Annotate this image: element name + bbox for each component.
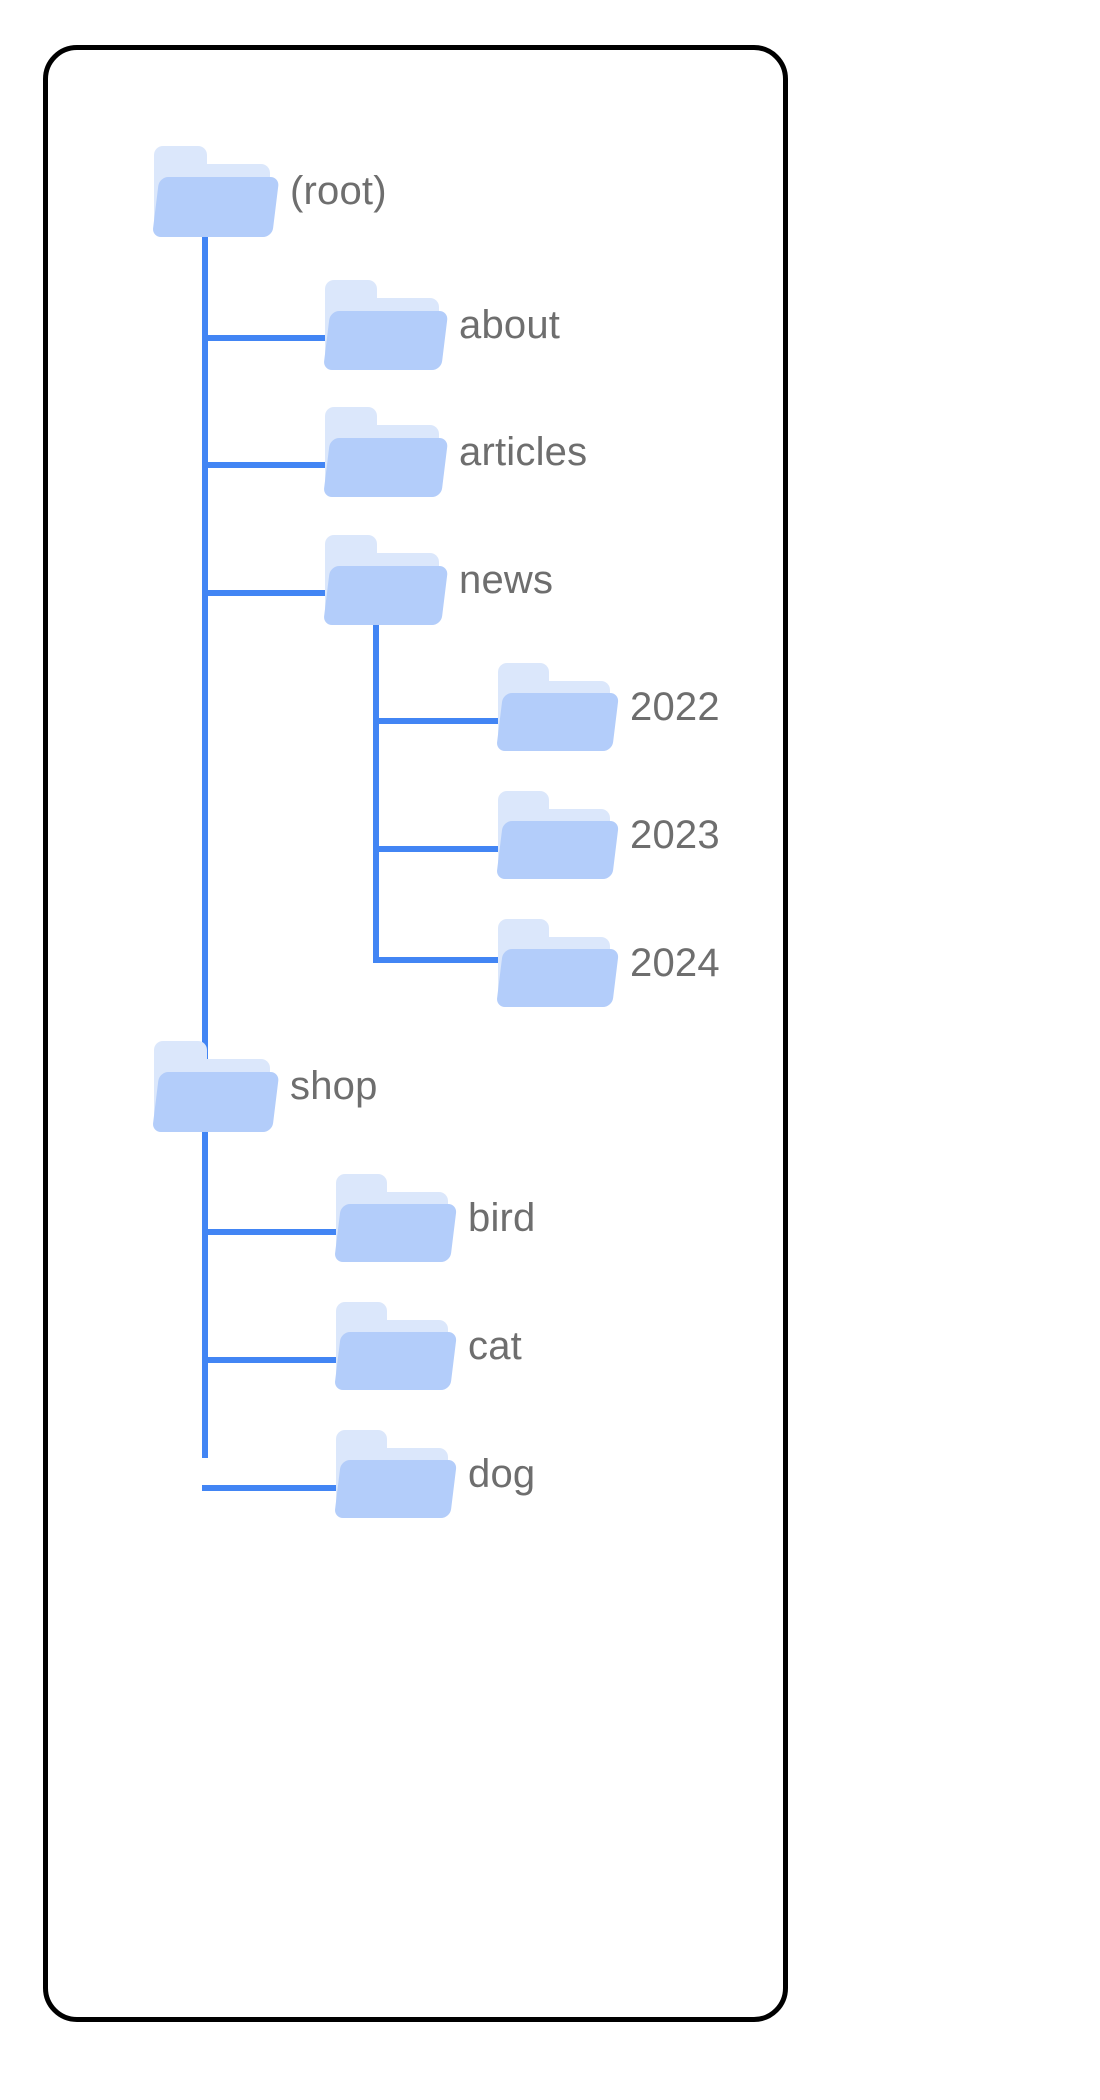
folder-front-flap (152, 176, 280, 237)
folder-icon[interactable] (323, 535, 449, 625)
folder-front-flap (323, 437, 449, 497)
folder-front-flap (334, 1203, 458, 1262)
folder-icon[interactable] (334, 1302, 458, 1390)
folder-icon[interactable] (152, 1041, 280, 1132)
connector-about (202, 335, 330, 341)
folder-icon[interactable] (496, 919, 620, 1007)
tree-node-2024[interactable]: 2024 (496, 919, 720, 1007)
folder-front-flap (334, 1459, 458, 1518)
tree-node-label-2022: 2022 (630, 684, 720, 729)
connector-2024 (373, 957, 503, 963)
folder-icon[interactable] (496, 663, 620, 751)
tree-node-label-2023: 2023 (630, 812, 720, 857)
connector-trunk-root (202, 225, 208, 1458)
tree-node-root[interactable]: (root) (152, 146, 387, 237)
folder-icon[interactable] (496, 791, 620, 879)
folder-front-flap (323, 565, 449, 625)
folder-tree: (root) about articles news 2022 2023 2024 shop b… (48, 50, 783, 2017)
folder-front-flap (323, 310, 449, 370)
folder-front-flap (334, 1331, 458, 1390)
tree-node-about[interactable]: about (323, 280, 560, 370)
connector-bird (202, 1229, 342, 1235)
tree-node-label-root: (root) (290, 169, 387, 213)
tree-node-dog[interactable]: dog (334, 1430, 535, 1518)
folder-icon[interactable] (334, 1174, 458, 1262)
folder-icon[interactable] (152, 146, 280, 237)
tree-node-label-cat: cat (468, 1323, 522, 1368)
connector-2022 (373, 718, 503, 724)
tree-node-articles[interactable]: articles (323, 407, 587, 497)
connector-dog (202, 1485, 342, 1491)
tree-node-2022[interactable]: 2022 (496, 663, 720, 751)
folder-front-flap (152, 1071, 280, 1132)
tree-node-label-2024: 2024 (630, 940, 720, 985)
tree-node-2023[interactable]: 2023 (496, 791, 720, 879)
folder-icon[interactable] (334, 1430, 458, 1518)
connector-2023 (373, 846, 503, 852)
folder-front-flap (496, 948, 620, 1007)
tree-node-label-articles: articles (459, 429, 588, 474)
tree-node-bird[interactable]: bird (334, 1174, 536, 1262)
connector-cat (202, 1357, 342, 1363)
folder-front-flap (496, 692, 620, 751)
connector-articles (202, 462, 330, 468)
tree-node-shop[interactable]: shop (152, 1041, 378, 1132)
tree-node-label-news: news (459, 557, 554, 602)
tree-node-label-bird: bird (468, 1195, 536, 1240)
folder-front-flap (496, 820, 620, 879)
connector-trunk-news (373, 605, 379, 963)
tree-node-label-about: about (459, 302, 561, 347)
folder-icon[interactable] (323, 280, 449, 370)
folder-icon[interactable] (323, 407, 449, 497)
tree-node-label-shop: shop (290, 1064, 378, 1108)
tree-node-news[interactable]: news (323, 535, 553, 625)
tree-node-label-dog: dog (468, 1451, 536, 1496)
connector-news (202, 590, 330, 596)
tree-card: (root) about articles news 2022 2023 2024 shop b… (43, 45, 788, 2022)
tree-node-cat[interactable]: cat (334, 1302, 522, 1390)
